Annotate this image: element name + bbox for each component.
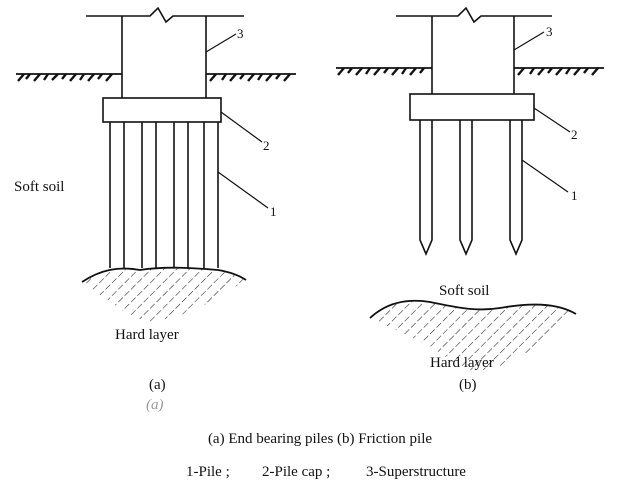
pile-cap-a <box>102 97 222 123</box>
callout-3-a: 3 <box>237 26 244 41</box>
piles-a <box>109 122 219 268</box>
hard-layer-a <box>81 266 247 322</box>
ground-line-b <box>336 67 604 76</box>
soft-soil-label-a: Soft soil <box>14 179 64 195</box>
superstructure-a <box>86 6 244 98</box>
soft-soil-label-b: Soft soil <box>439 283 489 299</box>
caption-item-pile-cap: 2-Pile cap ; <box>262 464 330 480</box>
caption-item-superstructure: 3-Superstructure <box>366 464 466 480</box>
caption-item-pile: 1-Pile ; <box>186 464 230 480</box>
callout-2-b: 2 <box>571 127 578 142</box>
ground-line-a <box>16 73 296 82</box>
diagram-a <box>16 6 296 322</box>
callout-2-a: 2 <box>263 138 270 153</box>
callout-1-a: 1 <box>270 204 277 219</box>
callout-1-b: 1 <box>571 188 578 203</box>
leaders-b <box>513 31 571 193</box>
hard-layer-label-b: Hard layer <box>430 355 494 371</box>
caption-line-1: (a) End bearing piles (b) Friction pile <box>208 431 432 447</box>
sub-label-a: (a) <box>149 377 166 393</box>
sub-label-a-ghost: (a) <box>146 397 164 413</box>
piles-b <box>419 120 523 257</box>
pile-cap-b <box>409 93 535 121</box>
diagram-b <box>336 6 604 370</box>
hard-layer-label-a: Hard layer <box>115 327 179 343</box>
superstructure-b <box>396 6 552 94</box>
sub-label-b: (b) <box>459 377 477 393</box>
leaders-a <box>205 33 269 209</box>
callout-3-b: 3 <box>546 24 553 39</box>
